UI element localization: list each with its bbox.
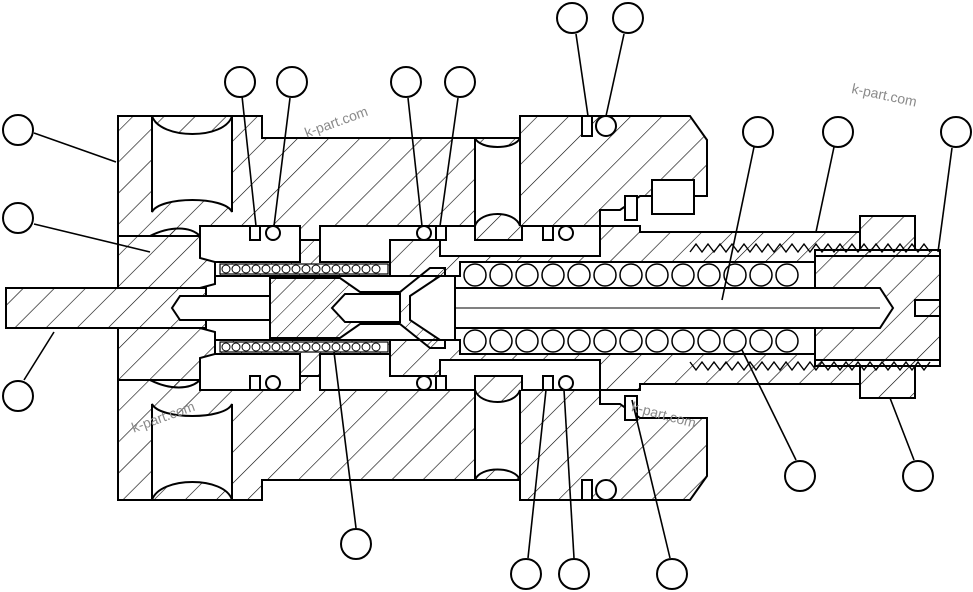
left-bearing-row-upper xyxy=(219,263,389,275)
left-ball-row-upper xyxy=(221,264,381,274)
callout-bubble xyxy=(556,2,588,34)
seal-pairs xyxy=(249,115,695,501)
left-stem-tip xyxy=(170,295,271,321)
callout-bubble xyxy=(784,460,816,492)
callout-bubble xyxy=(656,558,688,590)
callout-bubble xyxy=(2,114,34,146)
leader-lines xyxy=(23,33,953,559)
callout-bubble xyxy=(444,66,476,98)
callout-bubble xyxy=(612,2,644,34)
callout-bubble xyxy=(902,460,934,492)
callout-bubble xyxy=(822,116,854,148)
thread-upper xyxy=(689,242,931,254)
left-bearing-row-lower xyxy=(219,341,389,353)
callout-bubble xyxy=(340,528,372,560)
callout-bubble xyxy=(2,380,34,412)
callout-bubble xyxy=(510,558,542,590)
left-plug-lower xyxy=(117,327,216,389)
callout-bubble xyxy=(224,66,256,98)
callout-bubble xyxy=(940,116,972,148)
left-ball-row-lower xyxy=(221,342,381,352)
valve-body-lower xyxy=(117,375,708,501)
callout-bubble xyxy=(390,66,422,98)
callout-bubble xyxy=(742,116,774,148)
cross-port-right-lower xyxy=(474,389,521,481)
spindle-slot xyxy=(914,299,941,317)
right-spring-lower xyxy=(463,329,799,353)
callout-bubble xyxy=(276,66,308,98)
cross-port-right-upper xyxy=(474,137,521,227)
callout-bubble xyxy=(2,202,34,234)
thread-lower xyxy=(689,360,931,372)
left-plug xyxy=(117,227,216,289)
callout-bubble xyxy=(558,558,590,590)
cross-port-left-lower xyxy=(151,403,233,501)
valve-body-upper xyxy=(117,115,708,241)
cross-port-left-upper xyxy=(151,115,233,213)
poppet-tip xyxy=(330,293,401,323)
right-spring-upper xyxy=(463,263,799,287)
